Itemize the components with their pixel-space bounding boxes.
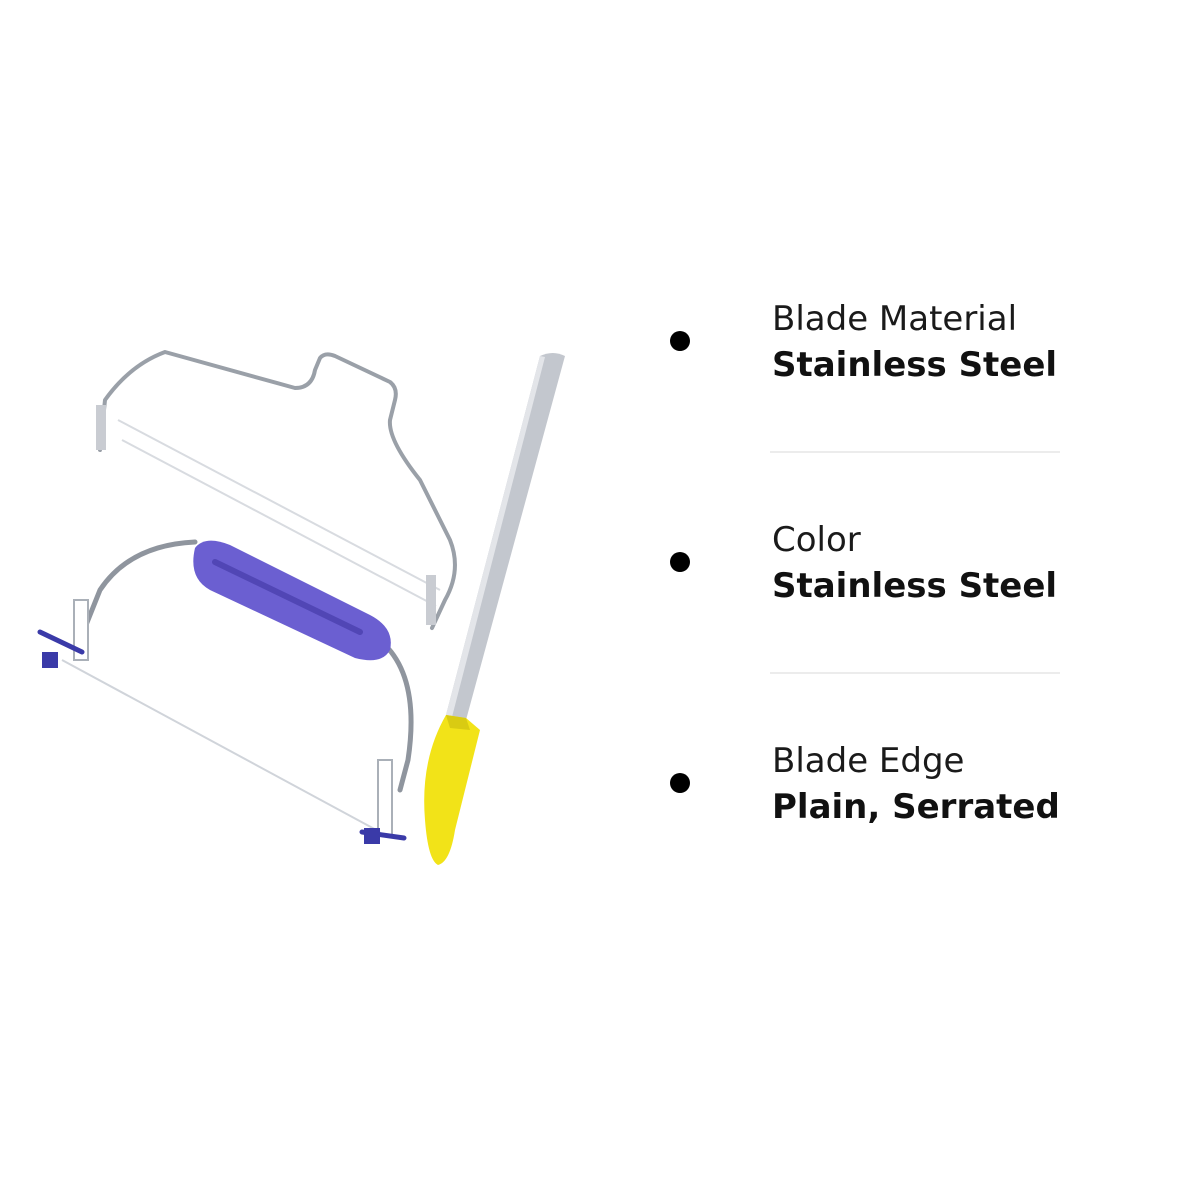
spec-value: Stainless Steel — [772, 345, 1058, 385]
spec-label: Blade Material — [772, 299, 1018, 339]
spec-list: Blade Material Stainless Steel Color Sta… — [660, 290, 1080, 953]
bullet-icon — [670, 773, 690, 793]
bullet-icon — [670, 331, 690, 351]
wire-cake-leveler-steel — [96, 350, 457, 630]
spec-label: Color — [772, 520, 861, 560]
divider — [770, 672, 1060, 674]
serrated-cake-knife — [424, 353, 565, 865]
spec-row-blade-material: Blade Material Stainless Steel — [660, 290, 1080, 511]
spec-value: Plain, Serrated — [772, 787, 1060, 827]
bullet-icon — [670, 552, 690, 572]
spec-row-color: Color Stainless Steel — [660, 511, 1080, 732]
divider — [770, 451, 1060, 453]
product-illustration — [37, 350, 565, 865]
wire-cake-leveler-purple — [37, 539, 414, 844]
spec-row-blade-edge: Blade Edge Plain, Serrated — [660, 732, 1080, 953]
spec-value: Stainless Steel — [772, 566, 1058, 606]
spec-label: Blade Edge — [772, 741, 965, 781]
